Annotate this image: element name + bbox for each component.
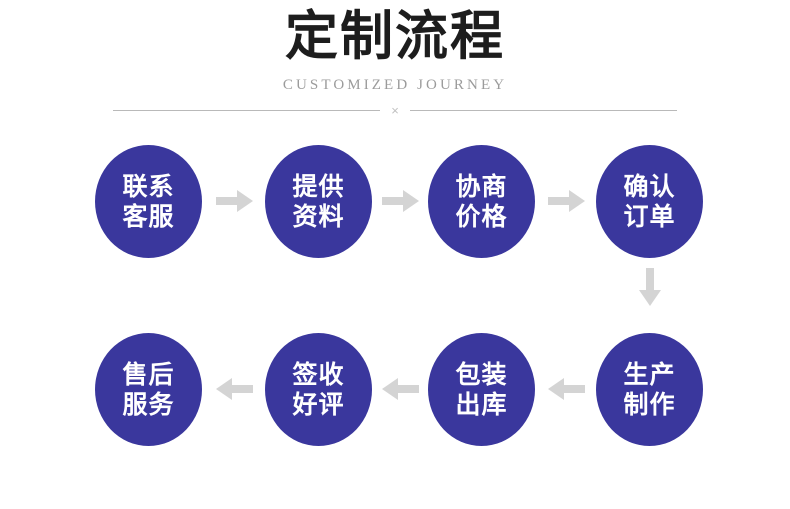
flow-step-after-sales-service[interactable]: 售后 服务 xyxy=(95,333,202,446)
page-title: 定制流程 xyxy=(285,7,505,66)
flow-step-label-line2: 客服 xyxy=(122,202,175,231)
flow-step-negotiate-price[interactable]: 协商 价格 xyxy=(428,145,535,258)
flow-step-label-line1: 协商 xyxy=(455,172,508,201)
divider-line-right xyxy=(410,109,677,111)
flow-step-label-line1: 联系 xyxy=(122,172,175,201)
flow-step-production[interactable]: 生产 制作 xyxy=(596,333,703,446)
flow-step-label-line1: 生产 xyxy=(623,360,676,389)
flow-step-label-line2: 好评 xyxy=(292,390,345,419)
divider: × xyxy=(113,101,677,119)
flow-step-provide-materials[interactable]: 提供 资料 xyxy=(265,145,372,258)
flow-step-label-line2: 制作 xyxy=(623,390,676,419)
flow-step-receipt-review[interactable]: 签收 好评 xyxy=(265,333,372,446)
flow-step-contact-support[interactable]: 联系 客服 xyxy=(95,145,202,258)
flow-step-label-line2: 服务 xyxy=(122,390,175,419)
flow-step-label-line1: 确认 xyxy=(623,172,676,201)
arrow-right-icon xyxy=(382,188,420,214)
page-subtitle: CUSTOMIZED JOURNEY xyxy=(282,77,508,93)
arrow-right-icon xyxy=(216,188,254,214)
flow-step-label-line1: 提供 xyxy=(292,172,345,201)
arrow-left-icon xyxy=(382,376,420,402)
header: 定制流程 CUSTOMIZED JOURNEY xyxy=(0,0,790,94)
arrow-down-icon xyxy=(637,268,663,308)
flow-step-label-line1: 售后 xyxy=(122,360,175,389)
divider-cross-icon: × xyxy=(391,102,399,118)
flow-step-label-line1: 包装 xyxy=(455,360,508,389)
arrow-left-icon xyxy=(216,376,254,402)
flow-step-label-line2: 价格 xyxy=(455,202,508,231)
divider-line-left xyxy=(113,109,380,111)
flow-step-label-line2: 出库 xyxy=(455,390,508,419)
flow-step-label-line2: 资料 xyxy=(292,202,345,231)
flow-step-packaging-shipment[interactable]: 包装 出库 xyxy=(428,333,535,446)
flow-step-label-line2: 订单 xyxy=(623,202,676,231)
arrow-right-icon xyxy=(548,188,586,214)
flow-step-label-line1: 签收 xyxy=(292,360,345,389)
flow-step-confirm-order[interactable]: 确认 订单 xyxy=(596,145,703,258)
arrow-left-icon xyxy=(548,376,586,402)
